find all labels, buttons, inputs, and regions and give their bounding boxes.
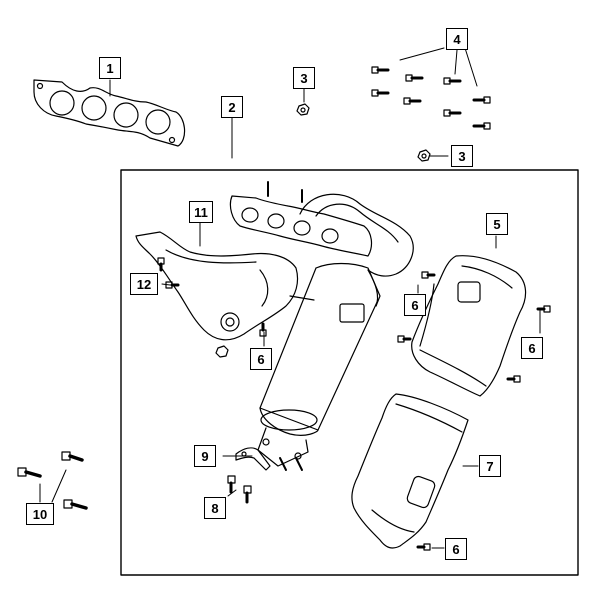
studs-group [371, 66, 491, 130]
callout-2: 2 [221, 96, 243, 118]
bolts-8 [227, 475, 252, 504]
callout-6-upper: 6 [404, 294, 426, 316]
callout-1: 1 [99, 57, 121, 79]
callout-6-bottom: 6 [445, 538, 467, 560]
studs-10 [17, 451, 88, 510]
callout-8: 8 [204, 497, 226, 519]
nut-top [296, 103, 310, 116]
assembly-frame [120, 169, 579, 576]
bolt-6-bottom [416, 543, 431, 551]
callout-5: 5 [486, 213, 508, 235]
callout-9: 9 [194, 445, 216, 467]
callout-10: 10 [26, 503, 54, 525]
nut-12-c [215, 345, 229, 358]
exhaust-gasket [33, 79, 186, 147]
lower-heat-shield [351, 393, 469, 549]
bolt-6-mid [397, 335, 412, 343]
bolt-6-left [259, 322, 267, 337]
callout-7: 7 [479, 455, 501, 477]
fastener-12-b [165, 281, 180, 289]
bolt-6-right [536, 305, 551, 313]
callout-6-right: 6 [521, 337, 543, 359]
callout-3-right: 3 [451, 145, 473, 167]
callout-3-top: 3 [293, 67, 315, 89]
bolt-6-lowright [506, 375, 521, 383]
exhaust-manifold-converter [229, 181, 414, 471]
bracket [235, 447, 271, 471]
callout-12: 12 [130, 273, 158, 295]
callout-11: 11 [189, 201, 213, 223]
bolt-6-upper [421, 271, 436, 279]
nut-right [417, 149, 431, 162]
callout-4: 4 [446, 28, 468, 50]
catalytic-heat-shield [411, 255, 527, 397]
leader-lines [39, 47, 541, 549]
fastener-12-a [157, 257, 165, 272]
callout-6-left: 6 [250, 348, 272, 370]
upper-heat-shield [135, 231, 299, 341]
